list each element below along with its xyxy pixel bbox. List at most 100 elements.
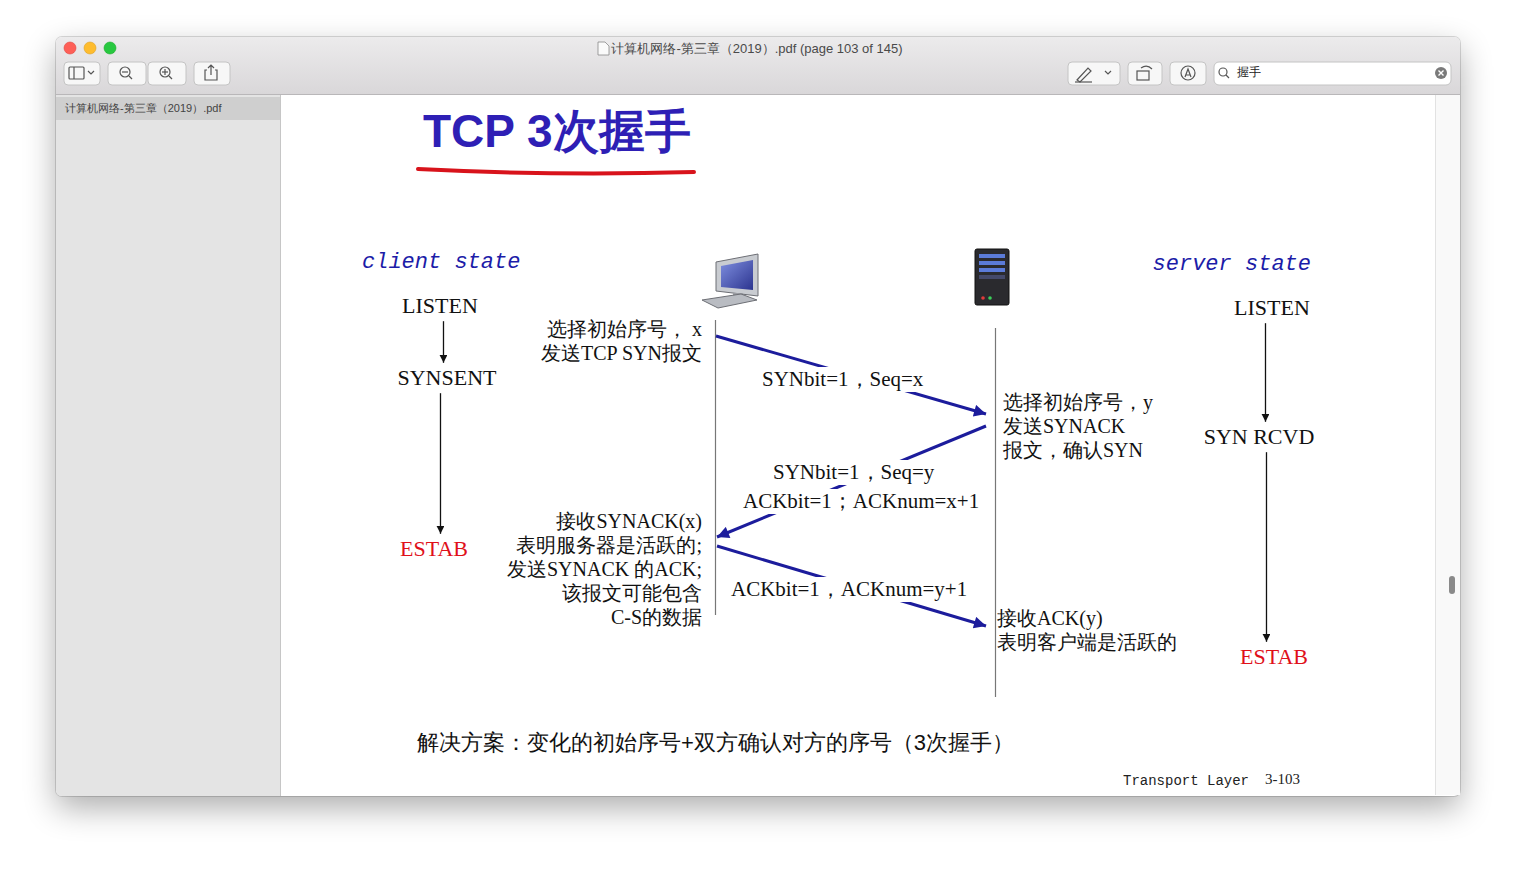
client-computer-icon [702, 254, 758, 308]
title-bar [56, 37, 1460, 94]
text-line: 选择初始序号， x [547, 318, 702, 340]
message-label: SYNbit=1，Seq=x [759, 367, 926, 392]
server-led [981, 296, 985, 300]
title-underline [418, 169, 694, 173]
text-line: 发送SYNACK [1003, 415, 1125, 437]
share-icon-arrow [208, 65, 214, 75]
footer-text: Transport Layer [1123, 773, 1249, 790]
server-tower [975, 249, 1009, 305]
server-bay [979, 275, 1005, 279]
toolbar-border [56, 94, 1460, 95]
slide-title: TCP 3次握手 [423, 104, 691, 159]
clear-search-cross [1439, 71, 1444, 76]
zoom-in-button [148, 62, 186, 85]
zoom-in-handle [169, 76, 172, 79]
state-transition-arrow [1265, 323, 1266, 422]
scrollbar-border [1435, 95, 1436, 795]
monitor-frame [716, 254, 758, 296]
sidebar-file-name: 计算机网络-第三章（2019）.pdf [65, 102, 221, 115]
state-transition-arrow [1266, 452, 1267, 642]
client-timeline [715, 320, 716, 615]
state-label: SYNSENT [395, 365, 498, 391]
pen-icon [1077, 68, 1091, 82]
ack-message [717, 546, 986, 626]
text-line: 表明客户端是活跃的 [997, 631, 1177, 653]
sidebar [56, 95, 280, 796]
state-name: ESTAB [1240, 644, 1308, 670]
state-label: LISTEN [400, 293, 480, 319]
state-label: LISTEN [1232, 295, 1312, 321]
zoom-out-button [108, 62, 146, 85]
zoom-in-plus-v [164, 69, 165, 75]
message-label: ACKbit=1，ACKnum=y+1 [728, 577, 970, 602]
pdf-icon [598, 42, 609, 55]
annotate-button [1170, 62, 1206, 85]
state-transition-arrow [443, 321, 444, 363]
state-label: ESTAB [1238, 644, 1310, 670]
window-title: 计算机网络-第三章（2019）.pdf (page 103 of 145) [611, 41, 902, 57]
annotate-icon [1181, 66, 1195, 80]
zoom-button [104, 42, 116, 54]
toolbar-buttons [64, 62, 1451, 85]
step-note: 选择初始序号，y 发送SYNACK 报文，确认SYN [1003, 390, 1153, 462]
syn-message [716, 336, 986, 414]
server-bay [979, 261, 1005, 265]
text-line: 表明服务器是活跃的; [516, 534, 702, 556]
zoom-out-icon [120, 67, 130, 77]
state-name: ESTAB [400, 536, 468, 562]
text-line: C-S的数据 [611, 606, 702, 628]
search-text: 握手 [1237, 65, 1261, 79]
search-field [1214, 62, 1451, 85]
keyboard [702, 294, 757, 308]
state-name: LISTEN [402, 293, 478, 319]
summary-note: 解决方案：变化的初始序号+双方确认对方的序号（3次握手） [417, 730, 1014, 756]
rotate-icon-arc [1141, 66, 1152, 69]
server-bay [979, 268, 1005, 272]
search-icon [1219, 68, 1227, 76]
state-name: SYN RCVD [1204, 424, 1315, 450]
markup-button [1068, 62, 1120, 85]
zoom-out-minus [122, 71, 128, 72]
clear-search-button [1435, 67, 1447, 79]
search-icon-handle [1226, 75, 1229, 78]
message-label: ACKbit=1；ACKnum=x+1 [740, 489, 982, 514]
sidebar-selected-row [56, 97, 280, 120]
state-label: SYN RCVD [1202, 424, 1317, 450]
chevron-icon [88, 71, 94, 74]
chevron-icon [1105, 71, 1111, 74]
scrollbar-track [1435, 95, 1460, 795]
text-line: 发送TCP SYN报文 [541, 342, 702, 364]
column-heading: server state [1153, 252, 1311, 278]
sidebar-icon [69, 67, 84, 79]
sidebar-icon-divider [73, 67, 74, 79]
zoom-in-icon [160, 67, 170, 77]
state-label: ESTAB [398, 536, 470, 562]
step-note: 接收ACK(y) 表明客户端是活跃的 [997, 606, 1177, 654]
sidebar-border [280, 95, 281, 796]
sidebar-button [64, 62, 100, 85]
annotate-icon-letter [1185, 69, 1191, 77]
server-led [988, 296, 992, 300]
monitor-screen [721, 260, 753, 290]
message-arrows [716, 336, 986, 626]
state-transition-arrow [440, 393, 441, 534]
message-label: SYNbit=1，Seq=y [770, 460, 937, 485]
column-heading: client state [362, 250, 520, 276]
step-note: 接收SYNACK(x) 表明服务器是活跃的; 发送SYNACK 的ACK; 该报… [507, 509, 702, 629]
close-button [64, 42, 76, 54]
rotate-button [1128, 62, 1162, 85]
synack-message [717, 426, 986, 537]
rotate-icon-box [1137, 71, 1149, 80]
text-line: 接收ACK(y) [997, 607, 1103, 629]
share-button [194, 62, 230, 85]
pen-icon-line [1075, 81, 1092, 82]
server-timeline [995, 328, 996, 697]
toolbar-icons [69, 65, 1229, 82]
text-line: 发送SYNACK 的ACK; [507, 558, 702, 580]
state-name: LISTEN [1234, 295, 1310, 321]
step-note: 选择初始序号， x 发送TCP SYN报文 [541, 317, 702, 365]
text-line: 选择初始序号，y [1003, 391, 1153, 413]
text-line: 接收SYNACK(x) [556, 510, 702, 532]
state-name: SYNSENT [397, 365, 496, 391]
